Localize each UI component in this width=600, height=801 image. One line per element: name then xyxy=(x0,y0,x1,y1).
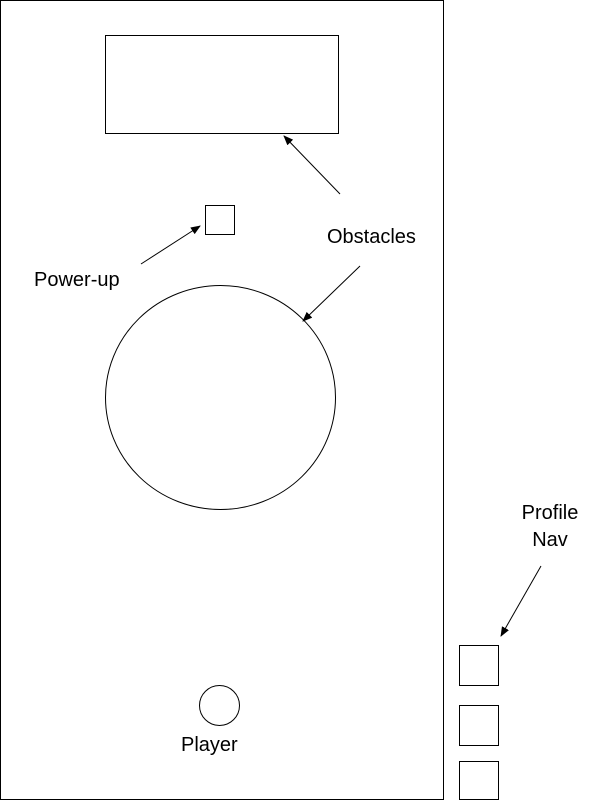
player-label: Player xyxy=(181,734,238,756)
obstacles-arrow-to-rectangle xyxy=(283,135,341,195)
profile-nav-label-line2: Nav xyxy=(532,529,568,551)
profile-nav-label: Profile Nav xyxy=(505,500,595,554)
game-screen-frame xyxy=(0,0,444,800)
obstacle-circle xyxy=(105,285,336,510)
obstacles-label: Obstacles xyxy=(327,226,416,248)
profile-nav-button-1[interactable] xyxy=(459,645,499,686)
profile-nav-button-3[interactable] xyxy=(459,761,499,800)
profile-nav-label-line1: Profile xyxy=(521,502,579,524)
player-circle xyxy=(199,685,240,726)
profile-nav-arrow xyxy=(500,565,542,637)
obstacle-rectangle xyxy=(105,35,339,134)
powerup-arrow xyxy=(140,225,201,265)
profile-nav-button-2[interactable] xyxy=(459,705,499,746)
obstacles-arrow-to-circle xyxy=(302,265,361,322)
powerup-label: Power-up xyxy=(34,269,120,291)
powerup-square xyxy=(205,205,235,235)
